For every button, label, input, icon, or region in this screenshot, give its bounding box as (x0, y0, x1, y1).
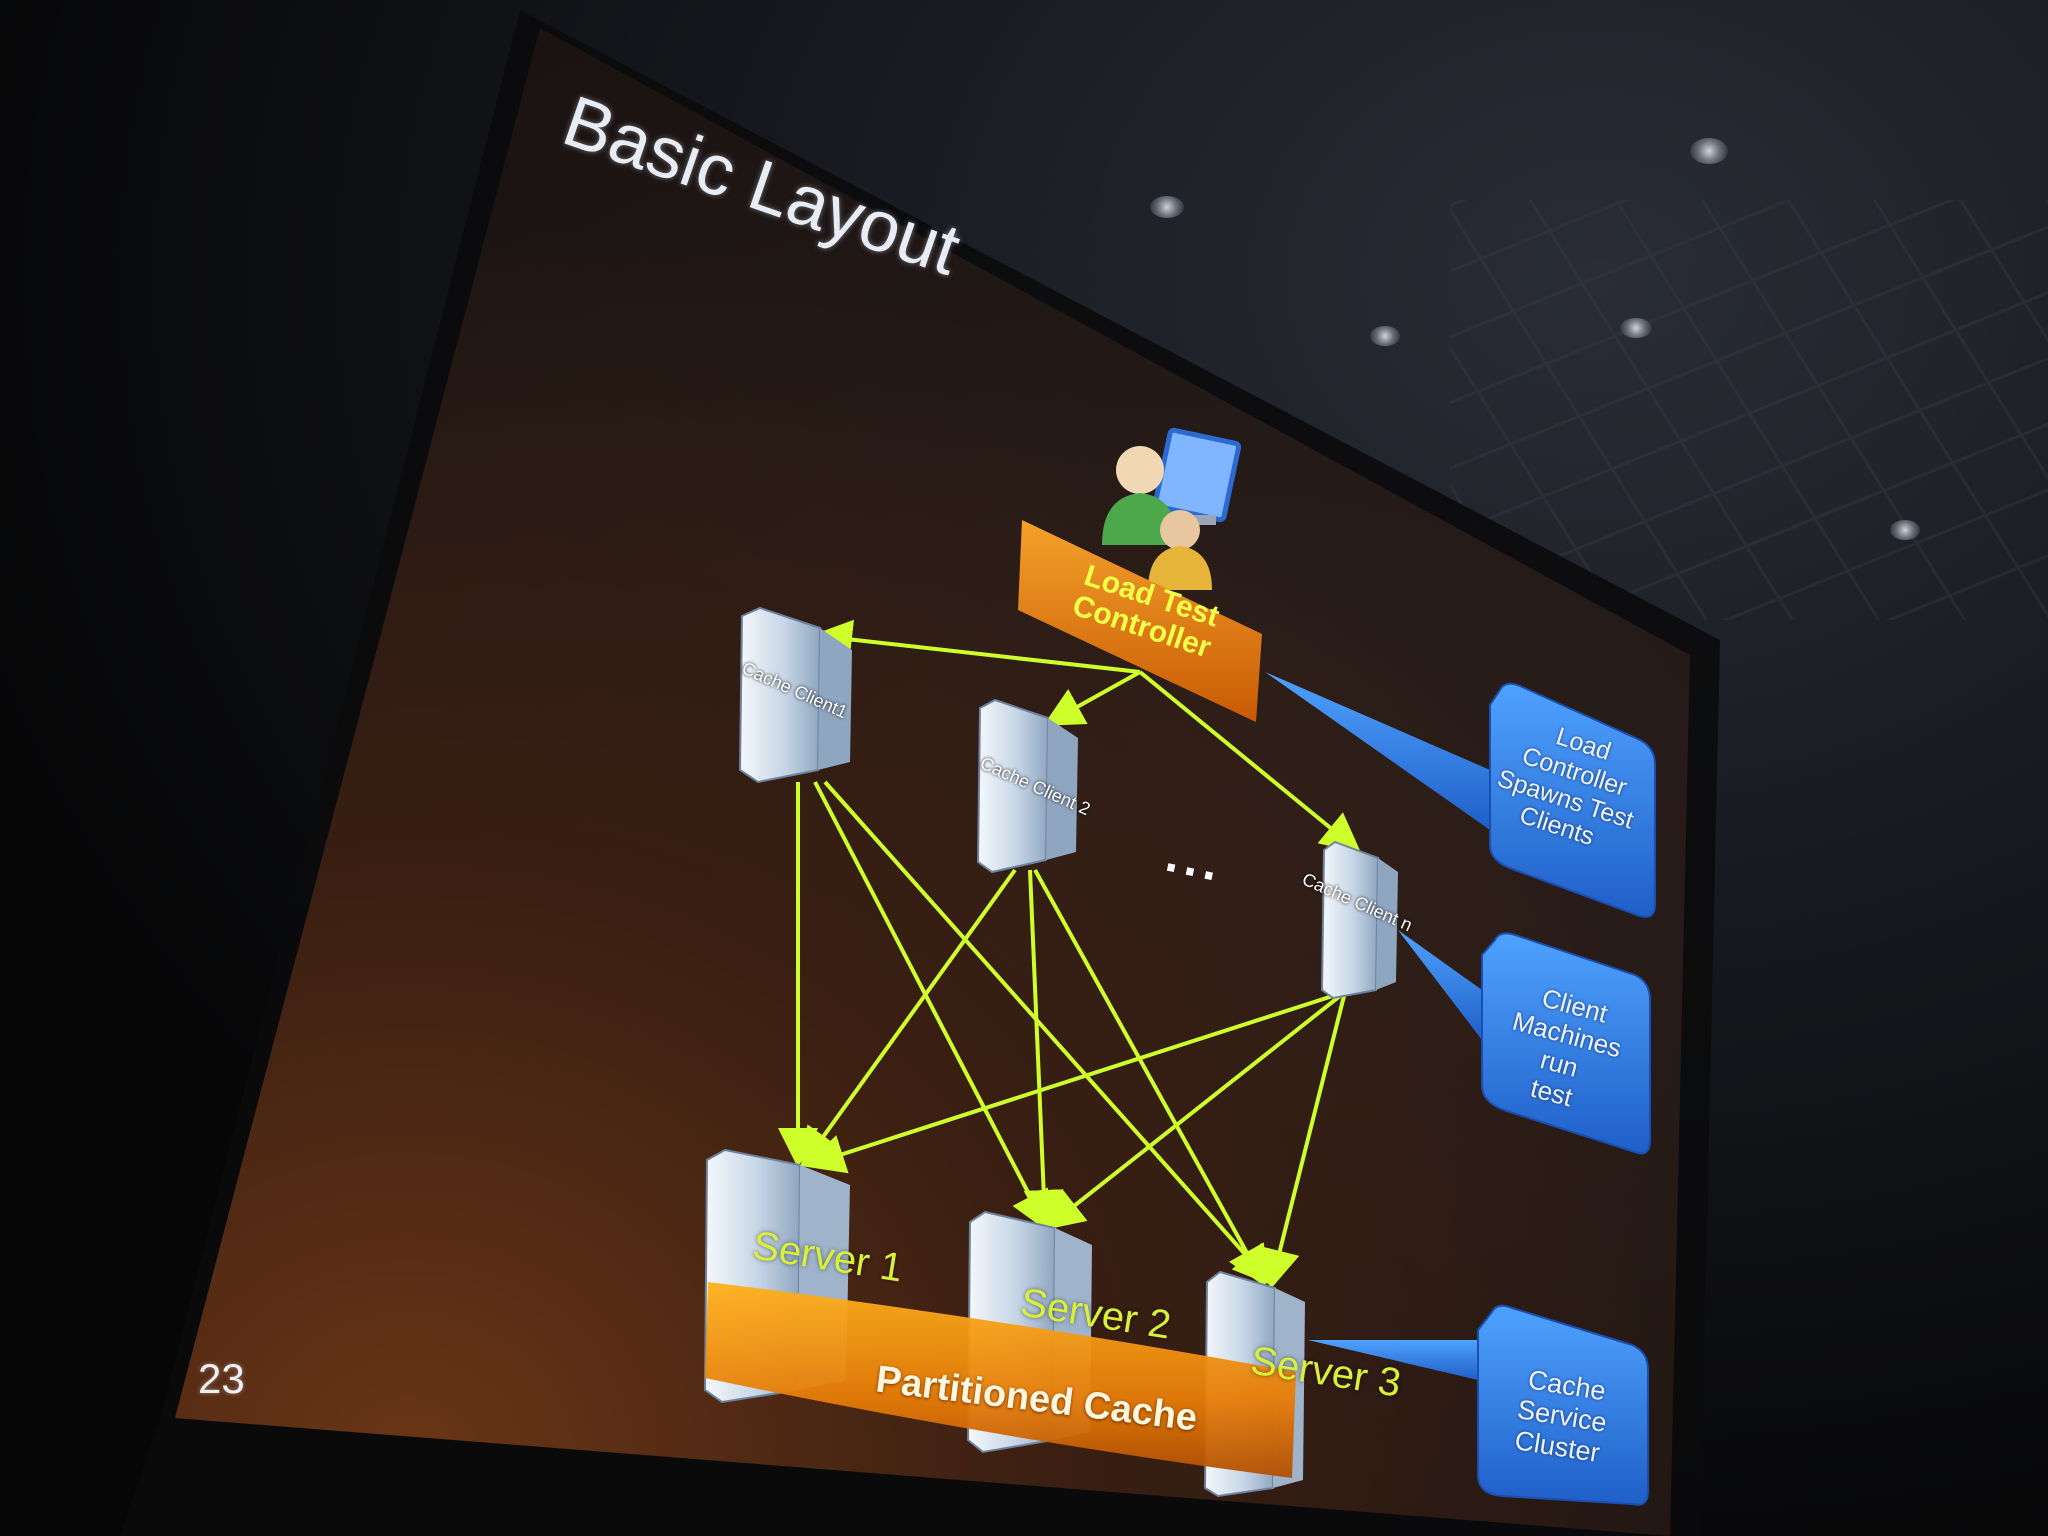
connector-cn-s1 (804, 990, 1346, 1174)
partitioned-cache-band (705, 1282, 1296, 1478)
connector-cn-s2 (1043, 990, 1347, 1230)
ceiling-light (1690, 138, 1728, 164)
controller-connectors (812, 619, 1362, 854)
client-machine-2 (976, 698, 1078, 874)
ceiling-light (1890, 520, 1920, 540)
ceiling-light (1370, 326, 1400, 346)
connector-c2-s2 (1023, 869, 1064, 1230)
client-machine-1 (738, 606, 852, 784)
callout-load-controller (1265, 672, 1656, 918)
ceiling-light (1620, 318, 1652, 338)
connector-controller-client1 (812, 619, 1141, 674)
ceiling-tiles (1450, 200, 2048, 620)
connector-controller-client2 (1043, 670, 1141, 726)
controller-box (1018, 520, 1262, 722)
connector-c2-s1 (800, 868, 1017, 1169)
slide-number: 23 (198, 1355, 245, 1402)
connector-cn-s3 (1260, 991, 1347, 1290)
connector-c1-s3 (823, 780, 1274, 1286)
client-server-connectors (778, 780, 1347, 1290)
callout-cache-service (1308, 1304, 1649, 1506)
client-machine-n (1320, 840, 1398, 1000)
people-computer-icon (1102, 427, 1242, 590)
connector-controller-clientn (1138, 670, 1362, 854)
connector-c1-s2 (813, 781, 1049, 1233)
ceiling-light (1150, 196, 1184, 218)
callout-client-machines (1398, 930, 1651, 1155)
connector-c2-s3 (1033, 869, 1266, 1287)
